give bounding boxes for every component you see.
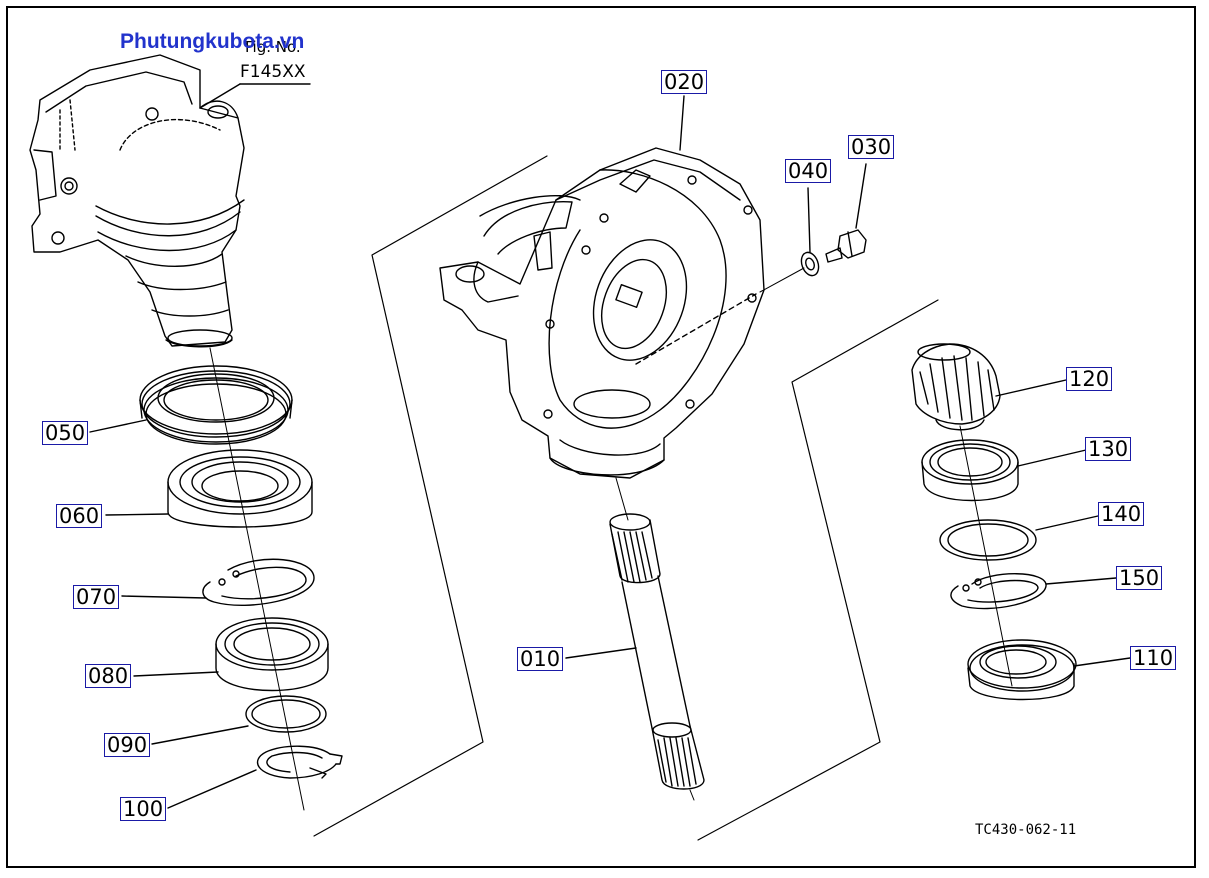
snap-ring-100: [256, 745, 343, 779]
figure-ref-code[interactable]: F145XX: [240, 62, 306, 82]
part-label-140[interactable]: 140: [1098, 502, 1145, 526]
bolt-centerline: [759, 267, 805, 293]
leader-120: [995, 379, 1067, 397]
leader-090: [151, 725, 249, 745]
bevel-gear-120: [911, 343, 1001, 431]
leader-050: [89, 419, 147, 433]
part-label-110[interactable]: 110: [1130, 646, 1177, 670]
diagram-code: TC430-062-11: [975, 822, 1077, 838]
right-group-bracket: [697, 299, 939, 841]
site-watermark: Phutungkubota.vn: [120, 30, 305, 53]
shaft-010: [609, 477, 705, 801]
left-group-bracket: [313, 155, 548, 837]
washer-040: [800, 251, 820, 277]
shim-140: [939, 519, 1037, 561]
part-label-150[interactable]: 150: [1116, 566, 1163, 590]
leader-030: [855, 163, 867, 229]
leader-figref: [199, 83, 241, 109]
left-centerline: [209, 347, 305, 811]
leader-060: [105, 513, 169, 516]
part-label-090[interactable]: 090: [104, 733, 151, 757]
part-label-040[interactable]: 040: [785, 159, 832, 183]
part-label-020[interactable]: 020: [661, 70, 708, 94]
ball-bearing-080: [215, 617, 329, 692]
leader-110: [1073, 657, 1131, 667]
ball-bearing-060: [167, 449, 313, 528]
leader-100: [167, 769, 257, 809]
leader-130: [1017, 449, 1087, 467]
part-label-080[interactable]: 080: [85, 664, 132, 688]
part-label-010[interactable]: 010: [517, 647, 564, 671]
part-label-100[interactable]: 100: [120, 797, 167, 821]
snap-ring-150: [950, 573, 1047, 610]
diagram-frame: [6, 6, 1196, 868]
gear-case-020: [439, 147, 765, 479]
leader-020: [679, 95, 685, 151]
oil-seal-050: [139, 365, 293, 445]
snap-ring-070: [202, 558, 315, 606]
part-label-030[interactable]: 030: [848, 135, 895, 159]
part-label-050[interactable]: 050: [42, 421, 89, 445]
leader-080: [133, 671, 219, 677]
ball-bearing-130: [921, 439, 1019, 502]
upper-housing-reference: [29, 54, 245, 348]
part-label-130[interactable]: 130: [1085, 437, 1132, 461]
drain-plug-030: [825, 229, 867, 263]
leader-140: [1035, 515, 1099, 531]
leader-040: [807, 187, 811, 253]
leader-150: [1045, 577, 1117, 585]
leader-010: [565, 647, 637, 659]
leader-070: [121, 595, 207, 599]
shim-090: [245, 695, 327, 733]
part-label-060[interactable]: 060: [56, 504, 103, 528]
figure-ref-word: Fig. No.: [245, 38, 301, 56]
part-label-070[interactable]: 070: [73, 585, 120, 609]
oil-seal-110: [967, 639, 1077, 701]
part-label-120[interactable]: 120: [1066, 367, 1113, 391]
